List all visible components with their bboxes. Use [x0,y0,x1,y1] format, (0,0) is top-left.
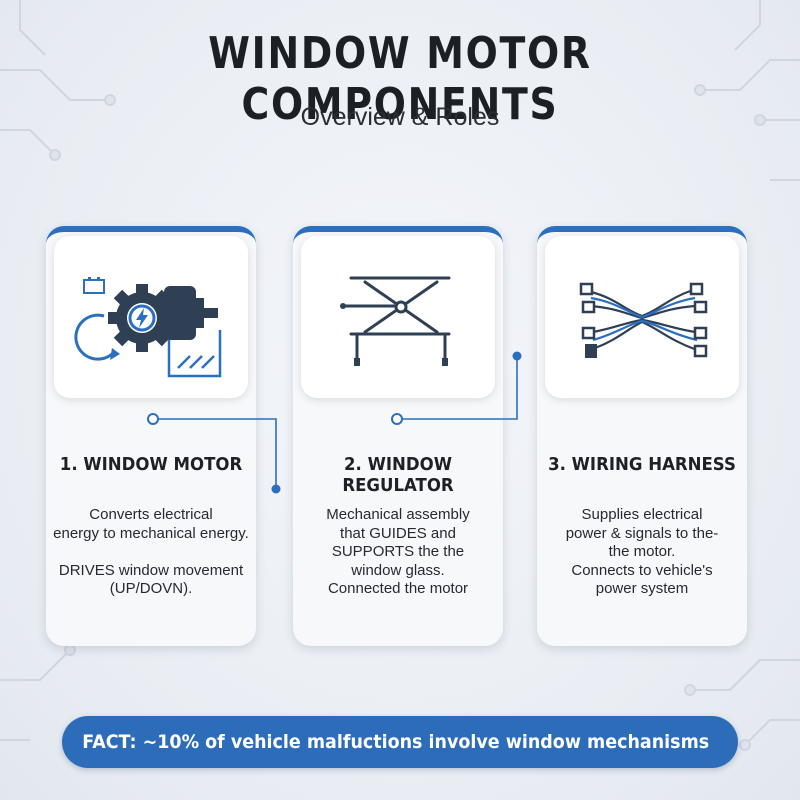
card-description: Supplies electrical power & signals to t… [565,506,719,597]
window-motor-icon [74,277,222,378]
fact-text: FACT: ~10% of vehicle malfuctions involv… [82,731,710,753]
icon-panel [54,236,248,398]
card-title: 2. WINDOW REGULATOR [342,454,454,496]
window-regulator-icon [340,276,451,366]
card-title: 1. WINDOW MOTOR [59,454,243,475]
wiring-harness-icon [579,282,708,358]
page-subtitle: Overview & Roles [300,103,500,131]
card-window-motor: 1. WINDOW MOTOR Converts electrical ener… [46,226,256,646]
icon-panel [301,236,495,398]
card-description: Converts electrical energy to mechanical… [53,506,249,597]
icon-panel [545,236,739,398]
card-title: 3. WIRING HARNESS [548,454,736,475]
page-title: WINDOW MOTOR COMPONENTS [208,28,592,130]
card-accent-border [293,226,503,406]
card-accent-border [537,226,747,406]
card-accent-border [46,226,256,406]
card-description: Mechanical assembly that GUIDES and SUPP… [326,506,470,597]
card-wiring-harness: 3. WIRING HARNESS Supplies electrical po… [537,226,747,646]
fact-banner: FACT: ~10% of vehicle malfuctions involv… [62,716,738,768]
card-window-regulator: 2. WINDOW REGULATOR Mechanical assembly … [293,226,503,646]
